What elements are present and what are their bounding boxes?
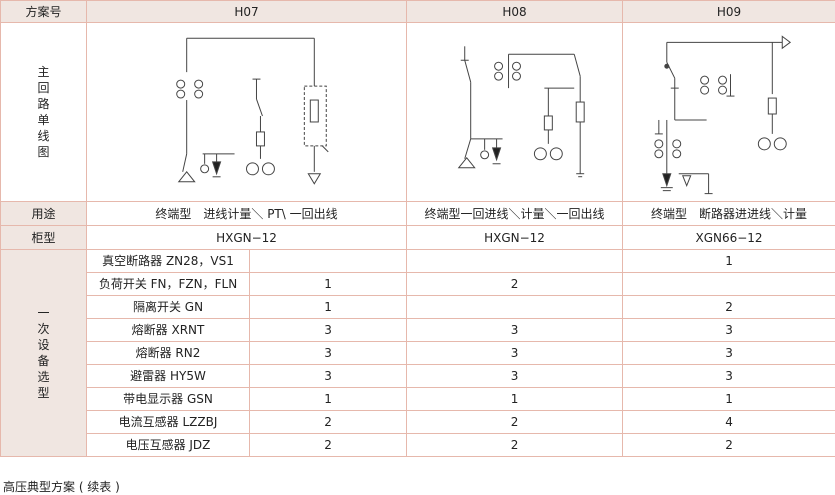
scheme-number-label: 方案号	[0, 0, 87, 23]
qty-h09: 3	[622, 364, 835, 388]
diagram-row-label: 主回路单线图	[0, 22, 87, 202]
table-row: 隔离开关 GN 1 2	[1, 295, 835, 319]
qty-h09: 2	[622, 295, 835, 319]
table-row: 带电显示器 GSN 1 1 1	[1, 387, 835, 411]
equipment-name: 带电显示器 GSN	[86, 387, 250, 411]
qty-h09: 2	[622, 433, 835, 457]
table-row: 电压互感器 JDZ 2 2 2	[1, 433, 835, 457]
scheme-h07-header: H07	[85, 0, 408, 23]
table-caption: 高压典型方案 ( 续表 )	[3, 480, 120, 494]
diagram-h07	[85, 22, 408, 202]
table-row: 熔断器 XRNT 3 3 3	[1, 318, 835, 342]
table-row: 一次设备选型 真空断路器 ZN28，VS1 1	[0, 249, 835, 457]
qty-h09	[622, 272, 835, 296]
equipment-name: 避雷器 HY5W	[86, 364, 250, 388]
single-line-diagram-h07	[176, 37, 329, 185]
qty-h08: 2	[406, 410, 624, 434]
cabinet-label: 柜型	[0, 225, 87, 250]
diagram-h08	[406, 22, 624, 202]
qty-h09: 3	[622, 341, 835, 365]
qty-h08: 1	[406, 387, 624, 411]
scheme-h09-header: H09	[622, 0, 835, 23]
equipment-name: 隔离开关 GN	[86, 295, 250, 319]
scheme-table: 方案号 H07 H08 H09 主回路单线图	[0, 0, 835, 457]
usage-h07: 终端型 进线计量＼ PT\ 一回出线	[85, 201, 408, 226]
single-line-diagram-h08	[457, 45, 585, 177]
usage-label: 用途	[0, 201, 87, 226]
diagram-h09	[622, 22, 835, 202]
single-line-diagram-h09	[654, 34, 792, 194]
equipment-name: 熔断器 XRNT	[86, 318, 250, 342]
table-row: 熔断器 RN2 3 3 3	[1, 341, 835, 365]
qty-h07: 3	[248, 364, 408, 388]
qty-h07: 3	[248, 318, 408, 342]
table-row: 电流互感器 LZZBJ 2 2 4	[1, 410, 835, 434]
qty-h08: 3	[406, 318, 624, 342]
qty-h07: 2	[248, 433, 408, 457]
cabinet-h09: XGN66−12	[622, 225, 835, 250]
equipment-name: 电压互感器 JDZ	[86, 433, 250, 457]
qty-h09: 1	[622, 387, 835, 411]
qty-h08	[406, 295, 624, 319]
usage-h08: 终端型一回进线＼计量＼一回出线	[406, 201, 624, 226]
qty-h07: 2	[248, 410, 408, 434]
equipment-name: 熔断器 RN2	[86, 341, 250, 365]
qty-h08: 2	[406, 272, 624, 296]
table-row: 负荷开关 FN，FZN，FLN 1 2	[1, 272, 835, 296]
qty-h08: 3	[406, 364, 624, 388]
qty-h07: 1	[248, 272, 408, 296]
equipment-name: 真空断路器 ZN28，VS1	[86, 249, 250, 273]
equipment-name: 电流互感器 LZZBJ	[86, 410, 250, 434]
scheme-h08-header: H08	[406, 0, 624, 23]
equipment-section-label: 一次设备选型	[0, 249, 87, 457]
qty-h07	[248, 249, 408, 273]
usage-h09: 终端型 断路器进进线＼计量	[622, 201, 835, 226]
qty-h08: 2	[406, 433, 624, 457]
cabinet-h08: HXGN−12	[406, 225, 624, 250]
qty-h07: 3	[248, 341, 408, 365]
qty-h09: 1	[622, 249, 835, 273]
qty-h08: 3	[406, 341, 624, 365]
qty-h07: 1	[248, 387, 408, 411]
qty-h09: 3	[622, 318, 835, 342]
equipment-name: 负荷开关 FN，FZN，FLN	[86, 272, 250, 296]
qty-h09: 4	[622, 410, 835, 434]
qty-h08	[406, 249, 624, 273]
qty-h07: 1	[248, 295, 408, 319]
cabinet-h07: HXGN−12	[85, 225, 408, 250]
table-row: 避雷器 HY5W 3 3 3	[1, 364, 835, 388]
